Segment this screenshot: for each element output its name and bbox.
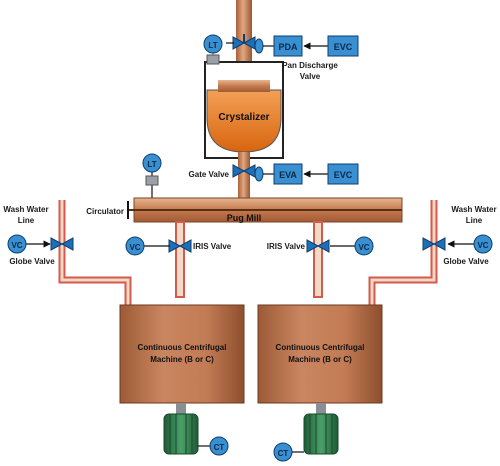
- iris-valve-left[interactable]: [168, 239, 192, 253]
- vc-iris-left[interactable]: VC: [125, 236, 145, 256]
- pan-discharge-valve[interactable]: [232, 34, 256, 50]
- globe-valve-right-label: Globe Valve: [443, 257, 489, 266]
- centrifuge-right: [257, 304, 383, 404]
- svg-text:CT: CT: [278, 449, 289, 458]
- crystalizer-label: Crystalizer: [218, 112, 269, 123]
- svg-text:LT: LT: [147, 160, 156, 169]
- evc-label-mid: EVC: [334, 170, 353, 180]
- motor-left-icon: [163, 413, 199, 455]
- pda-box[interactable]: [273, 35, 303, 57]
- centrifuge-right-label-2: Machine (B or C): [288, 355, 352, 364]
- crystalizer-lid: [218, 80, 270, 92]
- lt-instrument-top[interactable]: LT: [203, 34, 223, 54]
- motor-shaft-left: [176, 403, 186, 415]
- motor-right-icon: [303, 413, 339, 455]
- wash-water-left-label-2: Line: [18, 216, 35, 225]
- vc-iris-right[interactable]: VC: [354, 236, 374, 256]
- centrifuge-left-label-2: Machine (B or C): [150, 355, 214, 364]
- svg-text:LT: LT: [208, 41, 217, 50]
- globe-valve-left-label: Globe Valve: [9, 257, 55, 266]
- globe-valve-right[interactable]: [422, 237, 446, 251]
- motor-shaft-right: [316, 403, 326, 415]
- lt-instrument-left[interactable]: LT: [142, 153, 162, 173]
- eva-label: EVA: [279, 170, 297, 180]
- iris-valve-right-label: IRIS Valve: [267, 242, 306, 251]
- centrifuge-left-label-1: Continuous Centrifugal: [138, 343, 227, 352]
- drop-pipe-left: [175, 221, 185, 298]
- discharge-pipe: [238, 152, 250, 198]
- pug-mill-label: Pug Mill: [227, 213, 262, 223]
- centrifuge-left: [119, 304, 245, 404]
- gate-actuator-icon: [254, 166, 264, 182]
- evc-box-mid[interactable]: [327, 163, 359, 185]
- wash-water-right-label-2: Line: [466, 216, 483, 225]
- globe-valve-left[interactable]: [50, 237, 74, 251]
- circulator-label: Circulator: [86, 207, 124, 216]
- svg-text:VC: VC: [129, 243, 140, 252]
- centrifuge-right-label-1: Continuous Centrifugal: [276, 343, 365, 352]
- pan-discharge-label-line1: Pan Discharge: [282, 61, 338, 70]
- svg-text:VC: VC: [11, 241, 22, 250]
- drop-pipe-right: [313, 221, 323, 298]
- gate-valve[interactable]: [232, 164, 256, 178]
- vc-far-right[interactable]: VC: [473, 234, 493, 254]
- sensor-icon-top: [206, 53, 220, 65]
- ct-right[interactable]: CT: [273, 442, 293, 462]
- ct-left[interactable]: CT: [209, 436, 229, 456]
- pan-discharge-label-line2: Valve: [300, 72, 321, 81]
- wash-water-right-label-1: Wash Water: [451, 205, 496, 214]
- pda-label: PDA: [278, 42, 298, 52]
- svg-text:CT: CT: [214, 443, 225, 452]
- svg-text:VC: VC: [358, 243, 369, 252]
- sensor-icon-left: [145, 175, 159, 186]
- wash-water-left-label-1: Wash Water: [3, 205, 48, 214]
- vc-far-left[interactable]: VC: [7, 234, 27, 254]
- pan-discharge-actuator-icon: [254, 38, 264, 54]
- svg-text:VC: VC: [477, 241, 488, 250]
- wash-water-pipe-left: [58, 200, 132, 310]
- evc-box-top[interactable]: [327, 35, 359, 57]
- gate-valve-label: Gate Valve: [189, 170, 230, 179]
- crystalizer-vessel: [206, 89, 282, 153]
- iris-valve-right[interactable]: [306, 239, 330, 253]
- iris-valve-left-label: IRIS Valve: [193, 242, 232, 251]
- eva-box[interactable]: [273, 163, 303, 185]
- evc-label-top: EVC: [334, 42, 353, 52]
